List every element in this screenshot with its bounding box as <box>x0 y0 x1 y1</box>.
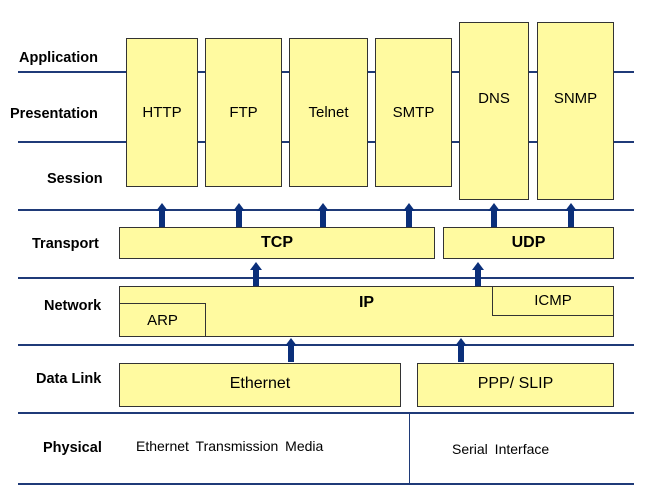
udp-label: UDP <box>511 234 546 251</box>
dns-label: DNS <box>478 90 510 107</box>
physical-divider <box>409 413 410 483</box>
arrow-up-icon <box>455 338 467 362</box>
separator-physical <box>18 483 634 485</box>
separator-network <box>18 344 634 346</box>
serial-interface-label: Serial Interface <box>452 441 550 457</box>
tcp-box: TCP <box>119 227 435 259</box>
smtp-label: SMTP <box>392 104 435 121</box>
telnet-label: Telnet <box>308 104 349 121</box>
tcp-label: TCP <box>261 234 293 251</box>
ethernet-box: Ethernet <box>119 363 401 407</box>
ftp-label: FTP <box>229 104 258 121</box>
ethernet-media-label: Ethernet Transmission Media <box>136 438 324 454</box>
ppp-slip-box: PPP/ SLIP <box>417 363 614 407</box>
arrow-up-icon <box>403 203 415 227</box>
ftp-box: FTP <box>205 38 282 187</box>
icmp-box: ICMP <box>492 286 614 316</box>
layer-label-presentation: Presentation <box>10 106 98 122</box>
arrow-up-icon <box>472 262 484 286</box>
arrow-up-icon <box>285 338 297 362</box>
arrow-up-icon <box>233 203 245 227</box>
separator-transport <box>18 277 634 279</box>
ppp-slip-label: PPP/ SLIP <box>477 375 554 392</box>
layer-label-session: Session <box>47 171 103 187</box>
arrow-up-icon <box>250 262 262 286</box>
snmp-label: SNMP <box>553 90 598 107</box>
separator-data-link <box>18 412 634 414</box>
dns-box: DNS <box>459 22 529 200</box>
arrow-up-icon <box>156 203 168 227</box>
layer-label-transport: Transport <box>32 236 99 252</box>
layer-label-application: Application <box>19 50 98 66</box>
layer-label-network: Network <box>44 298 102 314</box>
smtp-box: SMTP <box>375 38 452 187</box>
arrow-up-icon <box>565 203 577 227</box>
snmp-box: SNMP <box>537 22 614 200</box>
arrow-up-icon <box>317 203 329 227</box>
arrow-up-icon <box>488 203 500 227</box>
http-box: HTTP <box>126 38 198 187</box>
udp-box: UDP <box>443 227 614 259</box>
http-label: HTTP <box>142 104 182 121</box>
ethernet-label: Ethernet <box>229 375 291 392</box>
layer-label-data-link: Data Link <box>36 371 102 387</box>
arp-label: ARP <box>147 312 178 329</box>
arp-box: ARP <box>119 303 206 337</box>
telnet-box: Telnet <box>289 38 368 187</box>
layer-label-physical: Physical <box>43 440 102 456</box>
icmp-label: ICMP <box>534 292 572 309</box>
ip-label: IP <box>358 294 375 311</box>
